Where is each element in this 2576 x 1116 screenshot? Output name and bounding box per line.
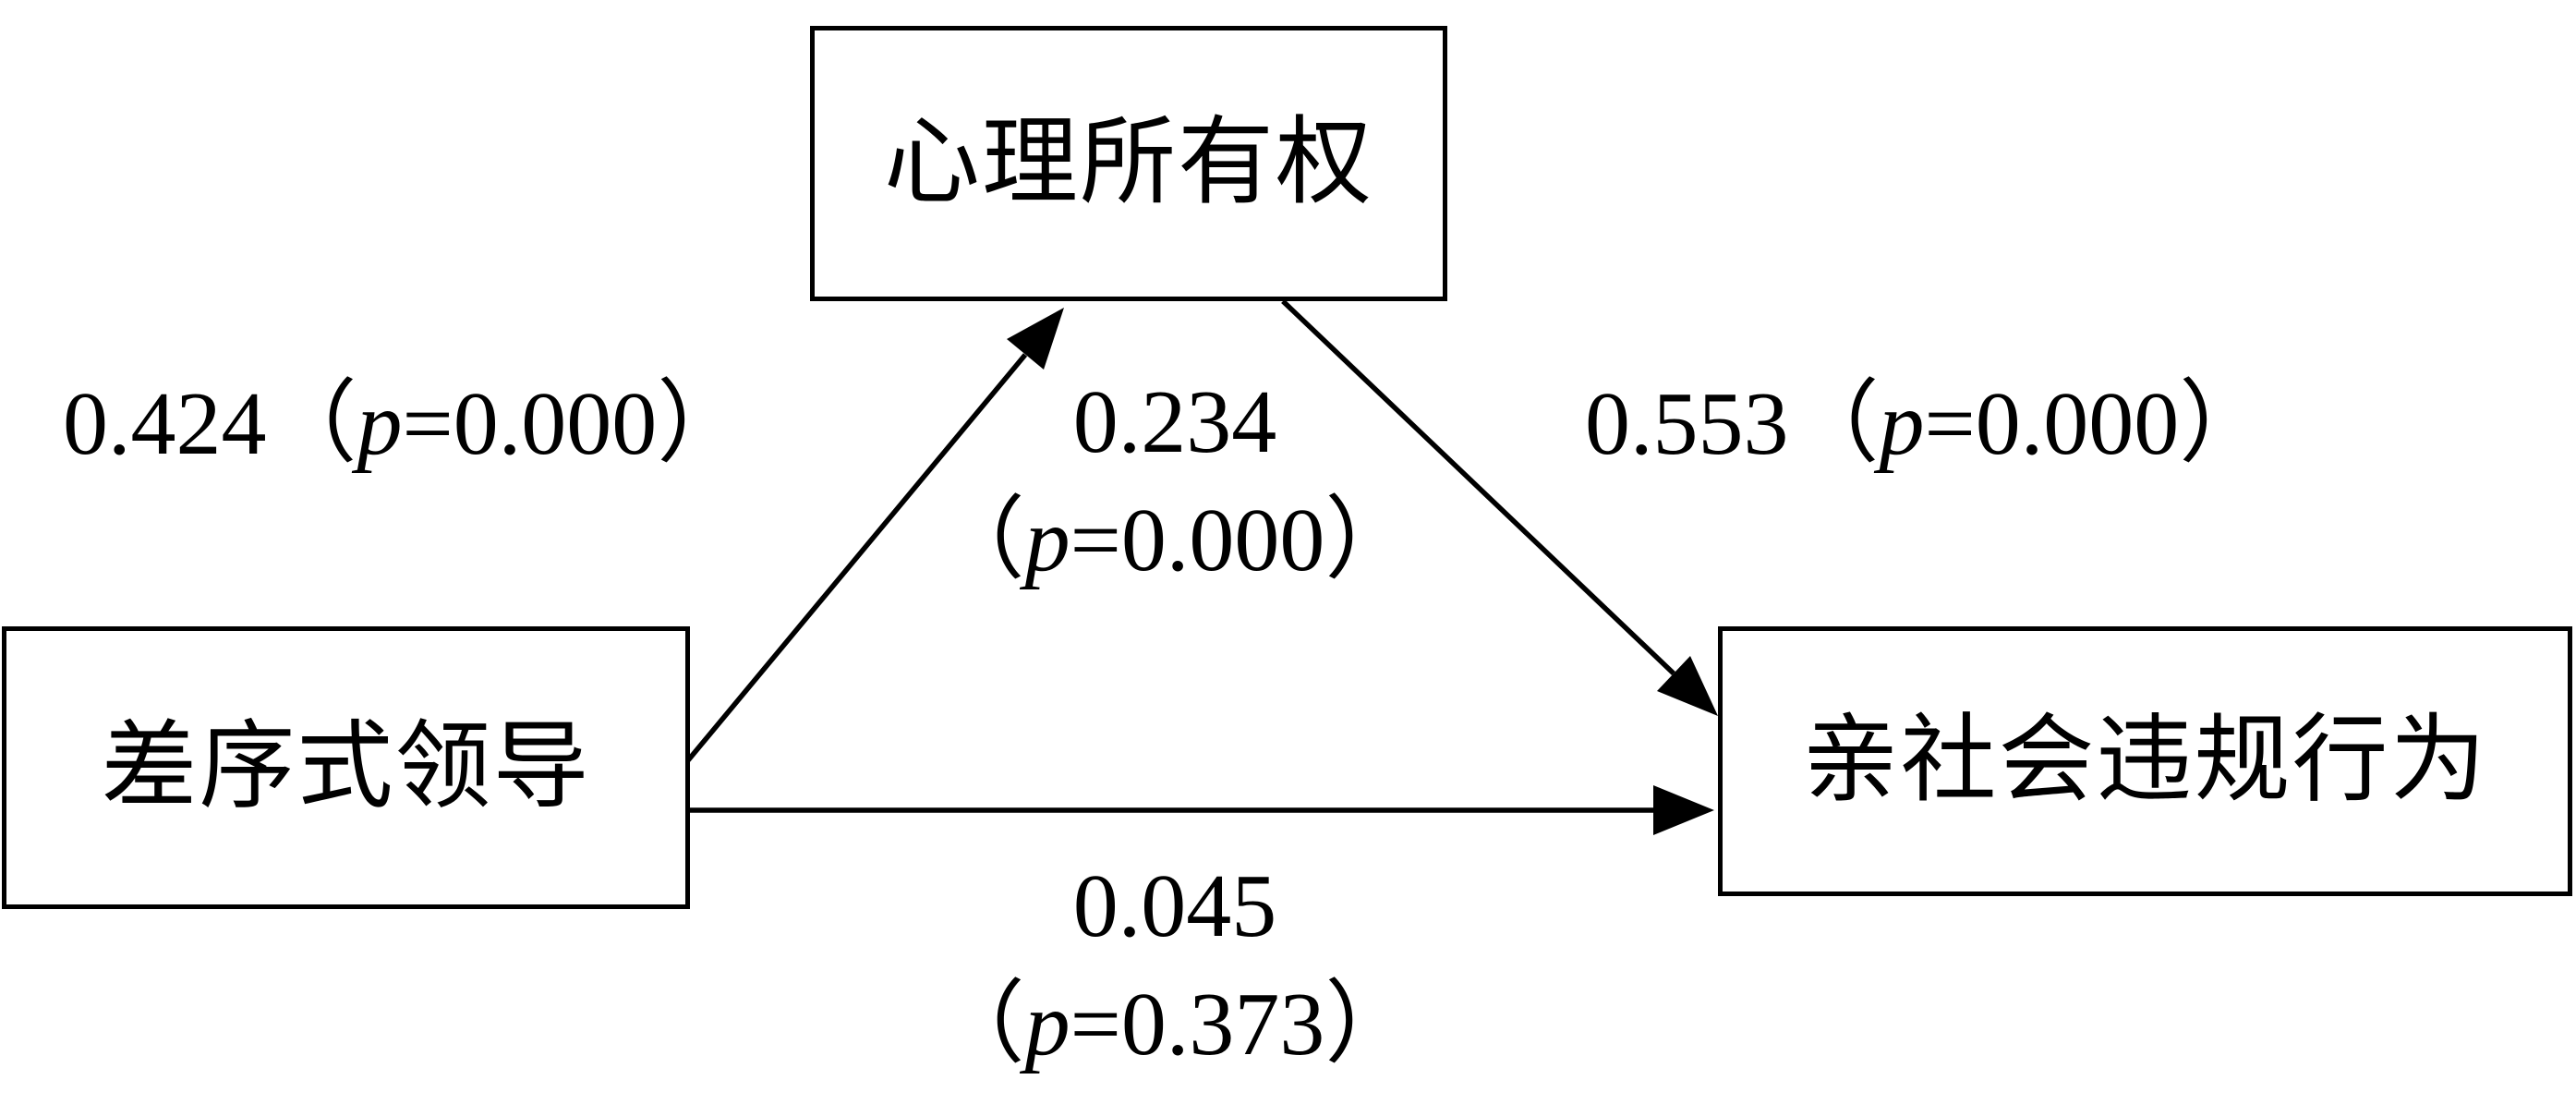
direct-p-label: （p=0.373） [852,979,1498,1070]
direct-p-symbol: p [1024,975,1070,1074]
indirect-p-label: （p=0.000） [852,495,1498,586]
path-a-coefficient: 0.424 [63,374,267,474]
indirect-open-paren: （ [934,491,1025,590]
path-a-p-value: =0.000 [402,374,658,474]
indirect-coefficient: 0.234 [1072,372,1277,472]
arrow-predictor-to-mediator [685,308,1064,762]
mediator-label: 心理所有权 [883,110,1373,216]
direct-close-paren: ） [1324,975,1416,1074]
direct-open-paren: （ [934,975,1025,1074]
indirect-coefficient-label: 0.234 [944,377,1406,467]
path-b-coefficient: 0.553 [1585,374,1789,474]
path-b-label: 0.553（p=0.000） [1585,379,2269,469]
indirect-p-value: =0.000 [1070,491,1325,590]
path-a-close-paren: ） [657,374,748,474]
path-a-p-symbol: p [357,374,403,474]
outcome-label: 亲社会违规行为 [1802,708,2488,814]
indirect-p-symbol: p [1024,491,1070,590]
path-b-close-paren: ） [2179,374,2270,474]
predictor-node-box: 差序式领导 [2,626,690,909]
direct-coefficient: 0.045 [1072,856,1277,956]
path-b-p-symbol: p [1879,374,1925,474]
arrow-predictor-to-outcome [690,785,1714,835]
direct-coefficient-label: 0.045 [944,861,1406,952]
direct-p-value: =0.373 [1070,975,1325,1074]
arrow-mediator-to-outcome [1281,299,1718,716]
mediator-node-box: 心理所有权 [810,26,1447,301]
outcome-node-box: 亲社会违规行为 [1718,626,2572,896]
indirect-close-paren: ） [1324,491,1416,590]
path-a-open-paren: （ [266,374,357,474]
predictor-label: 差序式领导 [101,714,591,820]
path-a-label: 0.424（p=0.000） [63,379,747,469]
path-b-p-value: =0.000 [1924,374,2180,474]
path-b-open-paren: （ [1788,374,1880,474]
